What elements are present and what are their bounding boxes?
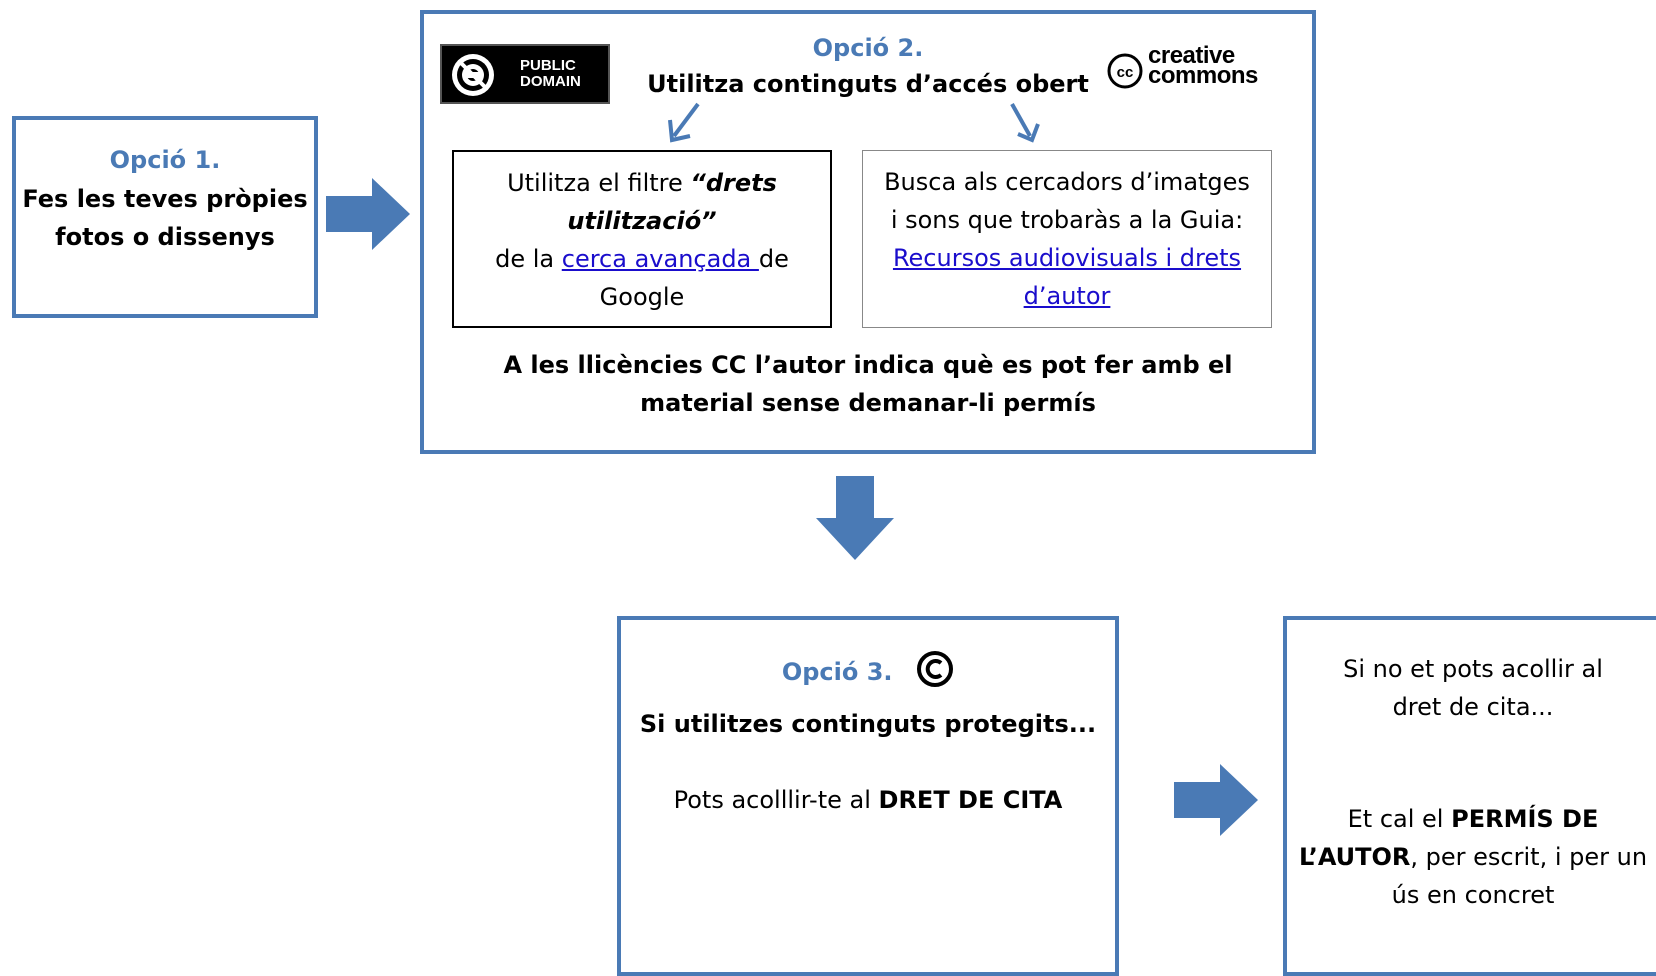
permission-box: Si no et pots acollir al dret de cita...… [1283,616,1656,976]
option3-box: Opció 3. Si utilitzes continguts protegi… [617,616,1119,976]
svg-text:cc: cc [1117,64,1134,81]
filter-suffix: de Google [599,245,789,311]
permission-bold: PERMÍS DE L’AUTOR [1298,805,1599,871]
advanced-search-link[interactable]: cerca avançada [561,245,759,273]
public-domain-logo: PUBLIC DOMAIN [440,44,610,104]
arrow-down [816,476,894,560]
public-domain-icon [452,54,494,96]
option1-title: Opció 1. [109,146,221,174]
option2-box: PUBLIC DOMAIN Opció 2. Utilitza contingu… [420,10,1316,454]
permission-prefix: Et cal el [1347,805,1452,833]
option1-text: Fes les teves pròpies fotos o dissenys [22,185,308,251]
cc-icon: cc [1107,53,1143,89]
arrow-right-1 [326,178,410,250]
option3-text-bold: DRET DE CITA [878,786,1063,814]
option3-subtitle: Si utilitzes continguts protegits... [639,710,1097,738]
guide-link[interactable]: Recursos audiovisuals i drets d’autor [892,244,1242,310]
filter-mid: de la [495,245,562,273]
arrow-down-right-icon [1010,103,1040,143]
filter-prefix: Utilitza el filtre [507,169,691,197]
cc-line2: commons [1148,62,1258,89]
arrow-right-2 [1174,764,1258,836]
search-box: Busca als cercadors d’imatges i sons que… [862,150,1272,328]
option3-title: Opció 3. [781,658,893,686]
public-domain-line1: PUBLIC [520,57,576,74]
filter-box: Utilitza el filtre “drets utilització” d… [452,150,832,328]
public-domain-line2: DOMAIN [520,73,581,90]
option2-title: Opció 2. [812,34,924,62]
option3-text-prefix: Pots acolllir-te al [673,786,879,814]
arrow-down-left-icon [668,102,700,143]
cc-license-note: A les llicències CC l’autor indica què e… [503,351,1233,417]
search-text: Busca als cercadors d’imatges i sons que… [884,168,1250,234]
filter-quoted: “drets utilització” [567,169,777,235]
permission-suffix: , per escrit, i per un ús en concret [1391,843,1648,909]
creative-commons-logo: cc creative commons [1104,42,1294,96]
option1-box: Opció 1. Fes les teves pròpies fotos o d… [12,116,318,318]
option2-subtitle: Utilitza continguts d’accés obert [647,70,1089,98]
permission-line1: Si no et pots acollir al dret de cita... [1343,655,1603,721]
cc-line1: creative [1148,42,1235,69]
copyright-icon [917,651,954,687]
